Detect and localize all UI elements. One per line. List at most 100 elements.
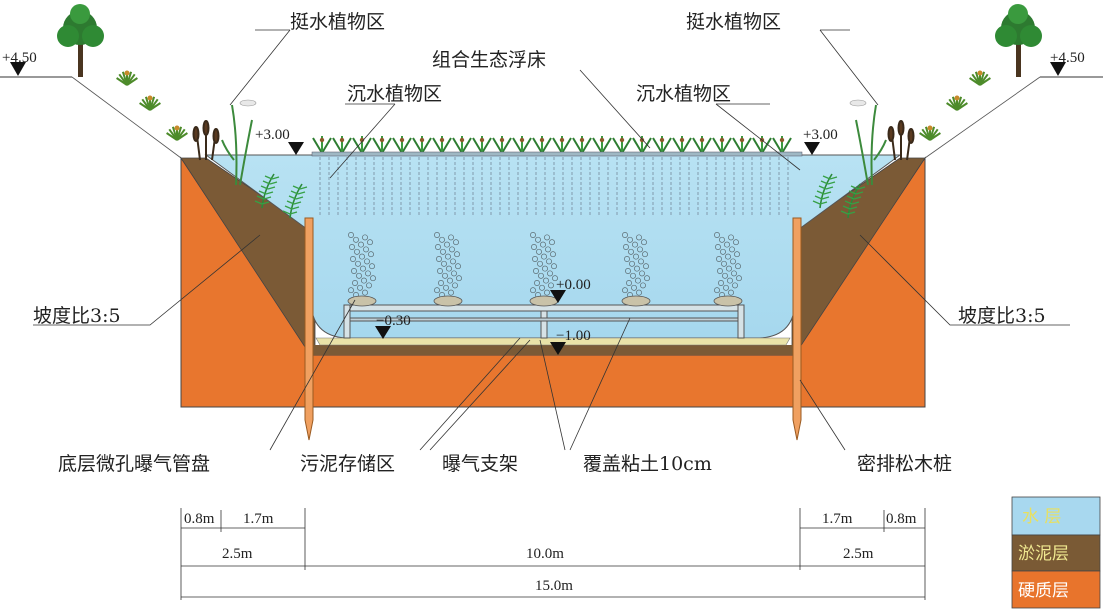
label-pine-piles: 密排松木桩: [857, 453, 952, 475]
bubble: [631, 284, 637, 291]
elevation-markers: [10, 62, 1066, 355]
bubble: [732, 282, 738, 289]
bubble: [368, 251, 374, 258]
bubble: [539, 284, 545, 291]
bubble: [730, 258, 736, 265]
tall-grass-icon-left: [221, 99, 257, 186]
bed-plant-icon: [452, 136, 472, 154]
legend-label-water: 水 层: [1022, 507, 1061, 527]
bed-plant-icon: [332, 136, 352, 154]
bed-plant-icon: [652, 136, 672, 154]
dimension-lines: [180, 508, 926, 600]
sludge-layer-bottom: [305, 345, 800, 355]
bubble: [622, 287, 628, 294]
bed-plant-icon: [612, 136, 632, 154]
bubble: [735, 263, 741, 270]
bed-plant-icon: [412, 136, 432, 154]
dim-15-0m: 15.0m: [535, 578, 573, 594]
bubble: [348, 232, 354, 238]
shrub-icon: [166, 125, 188, 141]
bed-plant-icon: [312, 136, 332, 154]
submerged-plants: [254, 173, 866, 219]
floating-bed-plants: [312, 136, 792, 154]
aeration-disc-icon: [529, 295, 559, 307]
bubble: [719, 236, 725, 243]
bubble: [435, 244, 441, 250]
bubble: [369, 263, 375, 270]
bubble: [546, 258, 552, 265]
bubble: [453, 239, 459, 246]
bubble: [440, 248, 446, 255]
label-sludge-zone: 污泥存储区: [300, 453, 395, 475]
bubble: [733, 239, 739, 246]
bubble: [351, 268, 357, 274]
bubble: [354, 248, 360, 255]
bubble: [360, 265, 366, 272]
bed-plant-icon: [732, 136, 752, 154]
bubble: [434, 232, 440, 238]
bubble: [363, 246, 369, 253]
bubble: [451, 270, 457, 277]
legend-label-sludge: 淤泥层: [1018, 544, 1069, 564]
legend: 水 层 淤泥层 硬质层: [1011, 496, 1101, 609]
bubble: [448, 234, 454, 241]
bubble: [550, 251, 556, 258]
label-slope-right: 坡度比3:5: [958, 305, 1046, 327]
bubble: [357, 284, 363, 291]
bubble: [721, 260, 727, 267]
bubble: [636, 289, 642, 296]
bubble: [640, 282, 646, 289]
bubble: [728, 289, 734, 296]
aeration-frame: [343, 304, 745, 339]
bubble: [642, 251, 648, 258]
bubble: [441, 260, 447, 267]
elevation-water-left: +3.00: [255, 127, 290, 143]
tall-grass-icon-right: [849, 99, 887, 186]
bubble: [445, 253, 451, 260]
bubble: [361, 277, 367, 284]
bubble: [359, 253, 365, 260]
bubble: [532, 256, 538, 262]
bubble: [446, 265, 452, 272]
bubble: [545, 246, 551, 253]
bank-shrubs: [116, 70, 991, 141]
bubble: [724, 241, 730, 248]
bubble: [716, 256, 722, 262]
aeration-disc-icon: [347, 295, 377, 307]
bed-plant-icon: [632, 136, 652, 154]
pine-pile-left: [304, 217, 314, 441]
bed-plant-icon: [552, 136, 572, 154]
bubble: [362, 234, 368, 241]
bubble: [630, 272, 636, 279]
bubble: [723, 284, 729, 291]
bubble: [449, 246, 455, 253]
elevation-minus-030: −0.30: [376, 313, 411, 329]
label-submerged-left: 沉水植物区: [347, 83, 442, 105]
bubble: [729, 246, 735, 253]
bubble: [638, 258, 644, 265]
legend-label-hard: 硬质层: [1018, 581, 1069, 601]
aeration-disc-icon: [433, 295, 463, 307]
bubble: [356, 272, 362, 279]
bubble: [727, 277, 733, 284]
reed-icon-left: [192, 120, 220, 161]
bubble: [623, 244, 629, 250]
reed-icon-right: [887, 120, 915, 161]
bubble: [443, 284, 449, 291]
bed-plant-icon: [692, 136, 712, 154]
bed-plant-icon: [532, 136, 552, 154]
bubble: [625, 268, 631, 274]
bubble: [454, 251, 460, 258]
dim-0-8m-left: 0.8m: [184, 511, 215, 527]
label-emergent-right: 挺水植物区: [686, 11, 781, 33]
dim-2-5m-right: 2.5m: [843, 546, 874, 562]
bubble: [736, 275, 742, 282]
shrub-icon: [139, 95, 161, 111]
bed-plant-icon: [592, 136, 612, 154]
bubble: [349, 244, 355, 250]
bubble: [533, 268, 539, 274]
bubble: [531, 244, 537, 250]
label-floating-bed: 组合生态浮床: [432, 49, 546, 71]
